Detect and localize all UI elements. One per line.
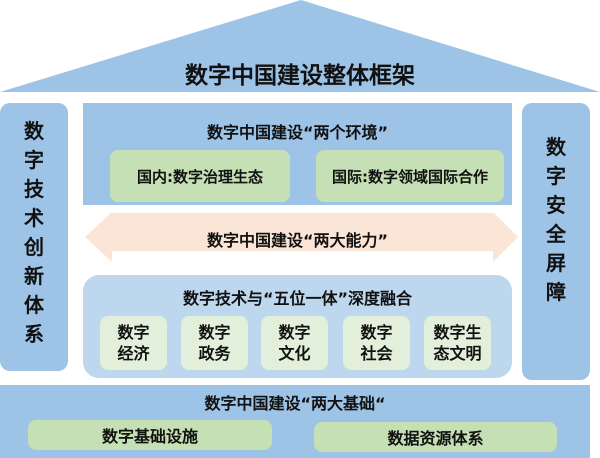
capabilities-title: 数字中国建设“两大能力”	[206, 231, 389, 250]
pillar-char: 新	[24, 264, 44, 288]
diagram-title: 数字中国建设整体框架	[185, 63, 415, 89]
left-pillar-label: 数字技术创新体系	[24, 117, 44, 349]
tile-digital-ecology: 数字生态文明	[424, 316, 491, 370]
right-pillar: 数字安全屏障	[522, 103, 590, 380]
pillar-char: 屏	[546, 251, 566, 275]
foundation-data-resources: 数据资源体系	[314, 422, 557, 452]
environment-international: 国际:数字领域国际合作	[316, 150, 504, 202]
integration-title: 数字技术与“五位一体”深度融合	[182, 289, 413, 308]
pillar-char: 全	[546, 222, 566, 246]
right-pillar-label: 数字安全屏障	[546, 133, 566, 307]
pillar-char: 数	[546, 135, 566, 159]
pillar-char: 技	[24, 177, 44, 201]
tile-digital-culture: 数字文化	[261, 316, 328, 370]
left-pillar: 数字技术创新体系	[0, 103, 68, 371]
pillar-char: 字	[24, 148, 44, 172]
environments-title: 数字中国建设“两个环境”	[206, 123, 389, 142]
pillar-char: 字	[546, 164, 566, 188]
foundations-title: 数字中国建设“两大基础“	[204, 394, 386, 413]
pillar-char: 数	[24, 119, 44, 143]
tile-digital-economy: 数字经济	[100, 316, 167, 370]
pillar-char: 安	[546, 193, 566, 217]
pillar-char: 术	[24, 206, 44, 230]
pillar-char: 系	[24, 322, 44, 346]
pillar-char: 体	[24, 293, 44, 317]
pillar-char: 创	[24, 235, 44, 259]
double-arrow	[85, 212, 518, 262]
roof	[0, 0, 600, 92]
foundation-infrastructure: 数字基础设施	[28, 420, 272, 450]
pillar-char: 障	[546, 280, 566, 304]
environment-domestic: 国内:数字治理生态	[110, 150, 290, 202]
tile-digital-government: 数字政务	[181, 316, 248, 370]
tile-digital-society: 数字社会	[343, 316, 410, 370]
